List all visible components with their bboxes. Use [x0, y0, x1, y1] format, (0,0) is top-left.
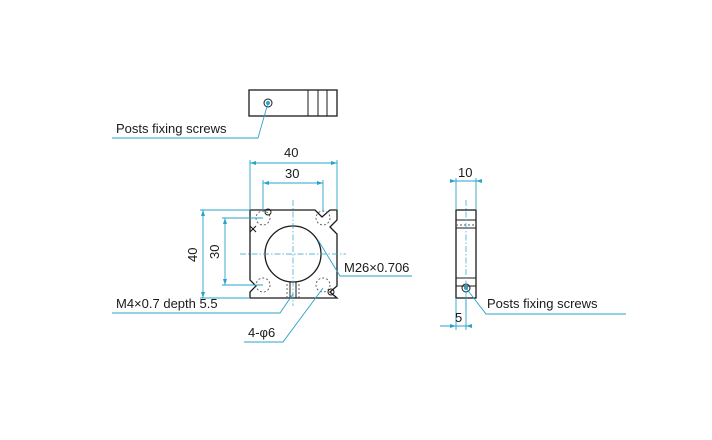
dim-side-10 — [450, 178, 482, 210]
top-view-body — [248, 89, 338, 117]
dim-height-40 — [200, 209, 250, 299]
side-screw-leader — [465, 287, 626, 315]
dim-side-5-label: 5 — [455, 310, 462, 325]
posts-fixing-screws-top-label: Posts fixing screws — [116, 121, 227, 136]
side-view — [455, 200, 477, 308]
dim-height-30 — [222, 217, 263, 286]
thread-main-label: M26×0.706 — [344, 260, 409, 275]
top-screw-icon — [263, 98, 273, 108]
tap-hole-leader — [112, 293, 294, 314]
front-view — [240, 200, 346, 306]
dim-height-30-label: 30 — [207, 245, 222, 259]
dim-height-40-label: 40 — [185, 248, 200, 262]
posts-fixing-screws-side-label: Posts fixing screws — [487, 296, 598, 311]
thread-leader — [317, 239, 412, 277]
dim-side-10-label: 10 — [458, 165, 472, 180]
dim-width-30 — [262, 180, 324, 212]
dim-width-40 — [249, 160, 338, 210]
dim-width-30-label: 30 — [285, 166, 299, 181]
corner-hole-icon — [315, 277, 331, 293]
holes-label: 4-φ6 — [248, 325, 275, 340]
bottom-screw-icon — [327, 288, 335, 296]
tap-hole-label: M4×0.7 depth 5.5 — [116, 296, 218, 311]
dim-side-5 — [440, 298, 472, 330]
dim-width-40-label: 40 — [284, 145, 298, 160]
holes-leader — [244, 287, 324, 343]
top-view — [112, 89, 338, 139]
